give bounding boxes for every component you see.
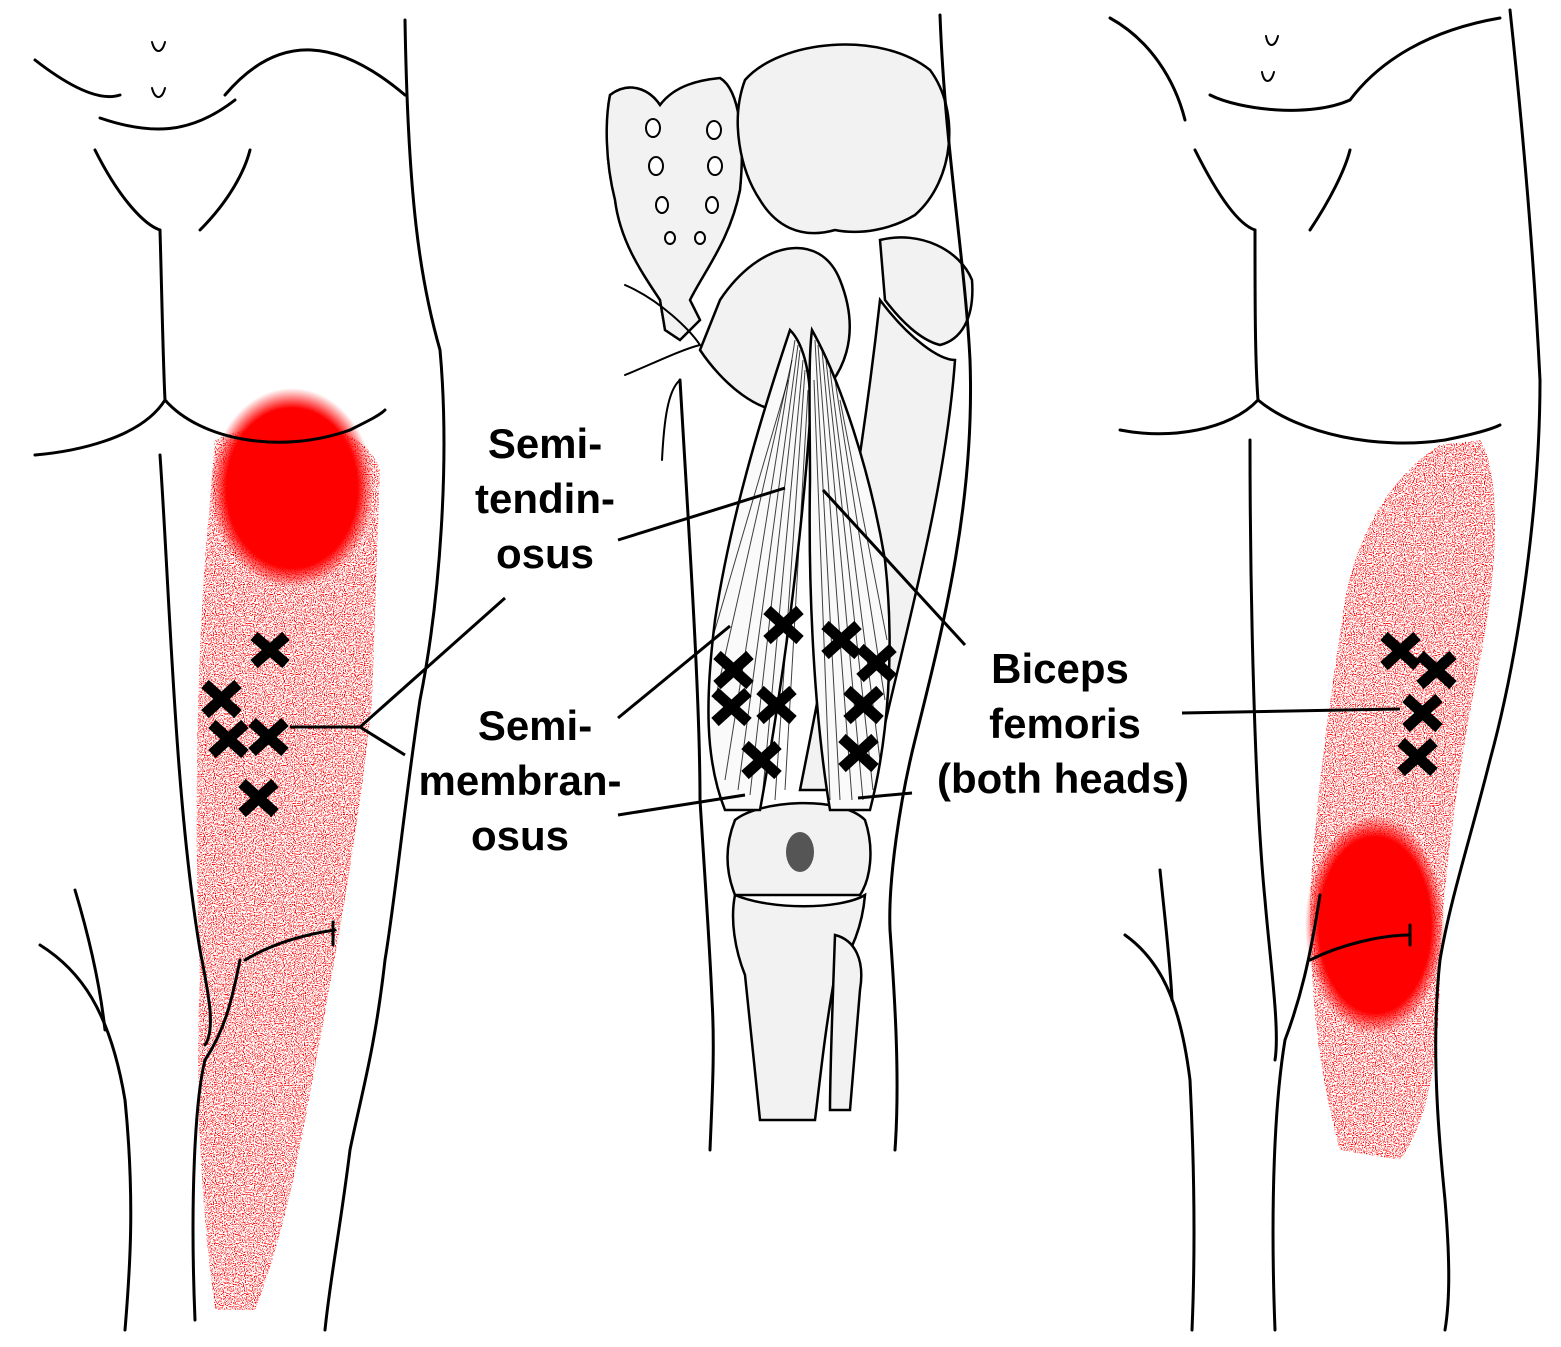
semimembranosus-label-line-3: osus xyxy=(471,812,569,859)
x-mark-icon xyxy=(208,719,249,759)
semimembranosus-label-line-1: Semi- xyxy=(478,702,592,749)
x-mark-icon xyxy=(1380,631,1421,671)
x-mark-icon xyxy=(763,605,804,645)
right-leader-line xyxy=(1181,707,1401,715)
semimembranosus-label: Semi- membran- osus xyxy=(418,702,621,859)
biceps-femoris-leader-lower xyxy=(857,791,913,800)
x-mark-icon xyxy=(1397,737,1438,777)
x-mark-icon xyxy=(713,650,754,690)
x-mark-icon xyxy=(1416,650,1457,690)
left-pain-spillover xyxy=(196,424,380,1310)
right-trigger-points xyxy=(1380,631,1457,777)
left-leader-line-lower xyxy=(359,725,406,757)
center-anatomy-panel xyxy=(605,13,974,1152)
x-mark-icon xyxy=(248,717,289,757)
biceps-femoris-label-line-1: Biceps xyxy=(991,645,1129,692)
x-mark-icon xyxy=(843,685,884,725)
semitendinosus-label-line-1: Semi- xyxy=(488,420,602,467)
right-leg-panel xyxy=(1108,8,1542,1332)
x-mark-icon xyxy=(238,778,279,818)
biceps-femoris-label-line-2: femoris xyxy=(989,700,1141,747)
biceps-femoris-leader-upper xyxy=(821,488,967,647)
right-pain-spillover xyxy=(1310,440,1495,1160)
biceps-femoris-label-line-3: (both heads) xyxy=(937,755,1189,802)
x-mark-icon xyxy=(756,685,797,725)
left-pain-core xyxy=(210,388,374,588)
biceps-femoris-muscle xyxy=(808,326,891,812)
semimembranosus-label-line-2: membran- xyxy=(418,757,621,804)
x-mark-icon xyxy=(856,643,897,683)
x-mark-icon xyxy=(838,733,879,773)
left-trigger-points xyxy=(201,631,290,818)
right-pain-core xyxy=(1305,815,1445,1035)
semimembranosus-leader-upper xyxy=(617,624,731,720)
x-mark-icon xyxy=(1402,693,1443,733)
center-trigger-points xyxy=(711,605,897,780)
semitendinosus-label: Semi- tendin- osus xyxy=(475,420,615,577)
semitendinosus-label-line-3: osus xyxy=(496,530,594,577)
semitendinosus-leader xyxy=(617,486,786,542)
x-mark-icon xyxy=(711,687,752,727)
semimembranosus-leader-lower xyxy=(617,793,746,817)
left-leg-panel xyxy=(33,18,506,1332)
x-mark-icon xyxy=(821,620,862,660)
biceps-femoris-label: Biceps femoris (both heads) xyxy=(937,645,1189,802)
femur-head xyxy=(736,43,951,235)
x-mark-icon xyxy=(250,631,290,669)
tibia xyxy=(731,892,867,1122)
x-mark-icon xyxy=(741,740,782,780)
x-mark-icon xyxy=(201,679,242,719)
semitendinosus-label-line-2: tendin- xyxy=(475,475,615,522)
